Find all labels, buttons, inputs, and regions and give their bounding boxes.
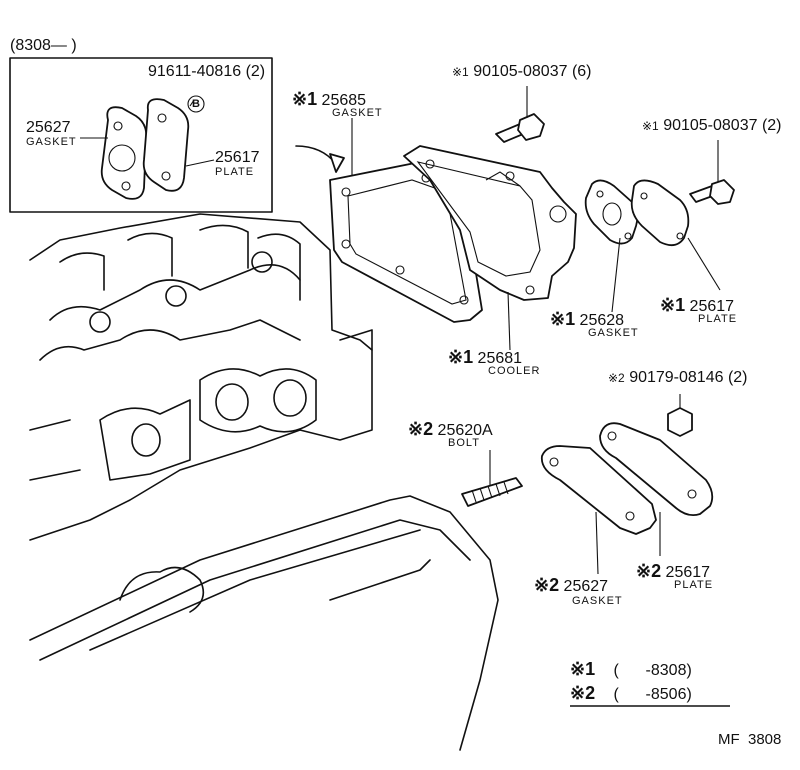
gasket-25627-2-label: ※2 25627	[534, 576, 608, 595]
gasket-25685-label: ※1 25685	[292, 90, 366, 109]
direction-arrow	[295, 145, 345, 173]
inset-gasket-part-no: 25627	[26, 119, 71, 136]
cooler-name: COOLER	[488, 365, 541, 377]
gasket-25685-part-no: 25685	[321, 92, 367, 109]
footer-code: MF 3808	[718, 731, 782, 748]
nut-part-no: 90179-08146	[629, 369, 724, 386]
bolt-right-qty: (2)	[761, 117, 782, 134]
gasket-25627-2-shape	[540, 445, 657, 575]
legend-mark-1: ※1	[570, 659, 596, 679]
plate-25617-1-shape	[630, 179, 721, 291]
bolt-right-mark: ※1	[642, 119, 659, 133]
stud-mark: ※2	[408, 419, 434, 439]
bolt-right-part-no: 90105-08037	[663, 117, 758, 134]
inset-box	[9, 57, 273, 213]
legend-mark-2: ※2	[570, 683, 596, 703]
intake-manifold-shape	[29, 495, 499, 751]
stud-25620a-shape	[461, 450, 523, 507]
bolt-top-part-no: 90105-08037	[473, 63, 568, 80]
nut-90179-shape	[667, 394, 693, 437]
plate-25617-2-mark: ※2	[636, 561, 662, 581]
plate-25617-2-label: ※2 25617	[636, 562, 710, 581]
gasket-25628-shape	[584, 179, 639, 313]
bolt-top-label: ※1 90105-08037 (6)	[452, 64, 592, 80]
cooler-25681-shape	[403, 145, 577, 301]
stud-label: ※2 25620A	[408, 420, 493, 439]
cooler-label: ※1 25681	[448, 348, 522, 367]
plate-25617-1-mark: ※1	[660, 295, 686, 315]
bolt-right-label: ※1 90105-08037 (2)	[642, 118, 782, 134]
legend-text-1: ( -8308)	[613, 662, 692, 679]
nut-qty: (2)	[727, 369, 748, 386]
gasket-25628-name: GASKET	[588, 327, 639, 339]
nut-mark: ※2	[608, 371, 625, 385]
plate-25617-1-name: PLATE	[698, 313, 738, 325]
inset-plate-part-no: 25617	[215, 149, 260, 166]
legend-row-2: ※2 ( -8506)	[570, 684, 692, 703]
stud-part-no: 25620A	[437, 422, 493, 439]
bolt-90105-top-shape	[495, 86, 545, 143]
inset-bolt-qty: (2)	[245, 63, 266, 80]
cooler-part-no: 25681	[477, 350, 523, 367]
inset-bolt-marker: B	[192, 98, 201, 110]
inset-plate-shape	[142, 98, 190, 192]
gasket-25627-2-part-no: 25627	[563, 578, 609, 595]
bolt-90105-right-shape	[689, 140, 735, 205]
cooler-mark: ※1	[448, 347, 474, 367]
gasket-25685-mark: ※1	[292, 89, 318, 109]
inset-bolt-part-number: 91611-40816	[148, 63, 242, 80]
bolt-top-qty: (6)	[571, 63, 592, 80]
nut-label: ※2 90179-08146 (2)	[608, 370, 748, 386]
plate-25617-1-part-no: 25617	[689, 298, 735, 315]
inset-plate-name: PLATE	[215, 166, 255, 178]
gasket-25627-2-name: GASKET	[572, 595, 623, 607]
plate-25617-1-label: ※1 25617	[660, 296, 734, 315]
gasket-25628-label: ※1 25628	[550, 310, 624, 329]
gasket-25628-mark: ※1	[550, 309, 576, 329]
inset-gasket-shape	[100, 106, 148, 200]
inset-bolt-part-no: 91611-40816 (2)	[148, 64, 265, 80]
bolt-top-mark: ※1	[452, 65, 469, 79]
legend-text-2: ( -8506)	[613, 686, 692, 703]
b-marker-circle	[187, 95, 205, 113]
plate-25617-2-shape	[599, 422, 714, 556]
gasket-25627-2-mark: ※2	[534, 575, 560, 595]
inset-range: (8308— )	[10, 37, 77, 54]
cylinder-head-shape	[29, 213, 373, 541]
plate-25617-2-part-no: 25617	[665, 564, 711, 581]
gasket-25685-name: GASKET	[332, 107, 383, 119]
stud-name: BOLT	[448, 437, 480, 449]
inset-gasket-name: GASKET	[26, 136, 77, 148]
legend-row-1: ※1 ( -8308)	[570, 660, 692, 679]
plate-25617-2-name: PLATE	[674, 579, 714, 591]
gasket-25628-part-no: 25628	[579, 312, 625, 329]
